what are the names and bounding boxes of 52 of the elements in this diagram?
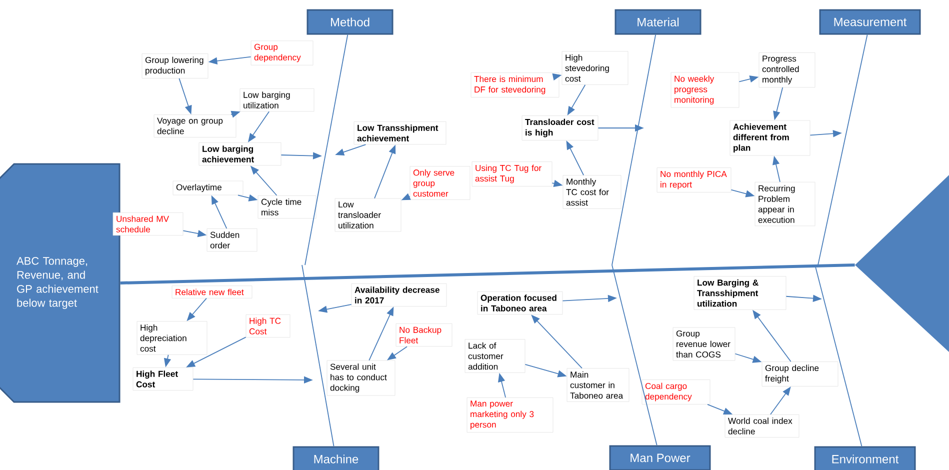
category-box: Method (306, 9, 394, 35)
category-box: Machine (292, 446, 380, 470)
cause-box: Achievement different from plan (730, 120, 810, 156)
cause-box: Several unit has to conduct docking (326, 360, 396, 396)
cause-box: High Fleet Cost (132, 367, 194, 391)
category-box: Material (614, 9, 702, 35)
bone-line (814, 264, 862, 447)
bone-line (818, 34, 868, 266)
category-box: Measurement (819, 9, 921, 35)
cause-box: Relative new fleet (172, 286, 252, 298)
cause-box: Low barging utilization (240, 88, 314, 112)
cause-box: Voyage on group decline (154, 114, 236, 138)
cause-box: Only serve group customer (410, 166, 470, 200)
cause-box: Coal cargo dependency (642, 380, 710, 404)
cause-box: Man power marketing only 3 person (466, 397, 554, 433)
cause-box: Sudden order (206, 228, 258, 252)
cause-box: Monthly TC cost for assist (562, 175, 622, 209)
cause-box: Unshared MV schedule (112, 212, 184, 236)
cause-box: Lack of customer addition (464, 339, 526, 373)
cause-box: High TC Cost (246, 314, 290, 338)
cause-box: No monthly PICA in report (656, 168, 732, 192)
cause-box: No Backup Fleet (396, 323, 452, 347)
cause-box: Progress controlled monthly (758, 52, 816, 88)
category-box: Man Power (609, 445, 711, 470)
cause-box: Low Barging & Transshipment utilization (694, 276, 786, 310)
cause-box: No weekly progress monitoring (670, 72, 740, 108)
cause-box: Overlaytime (172, 180, 244, 196)
cause-box: Group lowering production (142, 54, 208, 78)
category-box: Environment (814, 446, 916, 470)
cause-box: High depreciation cost (136, 321, 208, 355)
bone-line (612, 34, 656, 266)
spine-line (120, 264, 855, 284)
cause-box: Group decline freight (762, 362, 838, 386)
fish-head (855, 175, 949, 352)
cause-box: Low transloader utilization (334, 198, 402, 232)
cause-box: Recurring Problem appear in execution (754, 182, 816, 226)
cause-box: Availability decrease in 2017 (351, 283, 447, 307)
bone-line (304, 34, 348, 266)
cause-box: Group dependency (250, 40, 314, 66)
cause-box: Cycle time miss (258, 195, 316, 219)
cause-box: Group revenue lower than COGS (672, 327, 736, 361)
cause-box: There is minimum DF for stevedoring (470, 72, 560, 98)
bone-line (612, 264, 658, 446)
cause-box: High stevedoring cost (562, 51, 628, 85)
cause-box: Transloader cost is high (522, 116, 598, 140)
cause-box: Using TC Tug for assist Tug (472, 162, 552, 186)
cause-box: Low barging achievement (198, 142, 282, 166)
bone-line (302, 264, 334, 447)
cause-box: Main customer in Taboneo area (566, 368, 630, 402)
cause-box: World coal index decline (724, 414, 800, 438)
cause-box: Operation focused in Taboneo area (477, 291, 563, 315)
cause-box: Low Transshipment achievement (354, 121, 446, 145)
